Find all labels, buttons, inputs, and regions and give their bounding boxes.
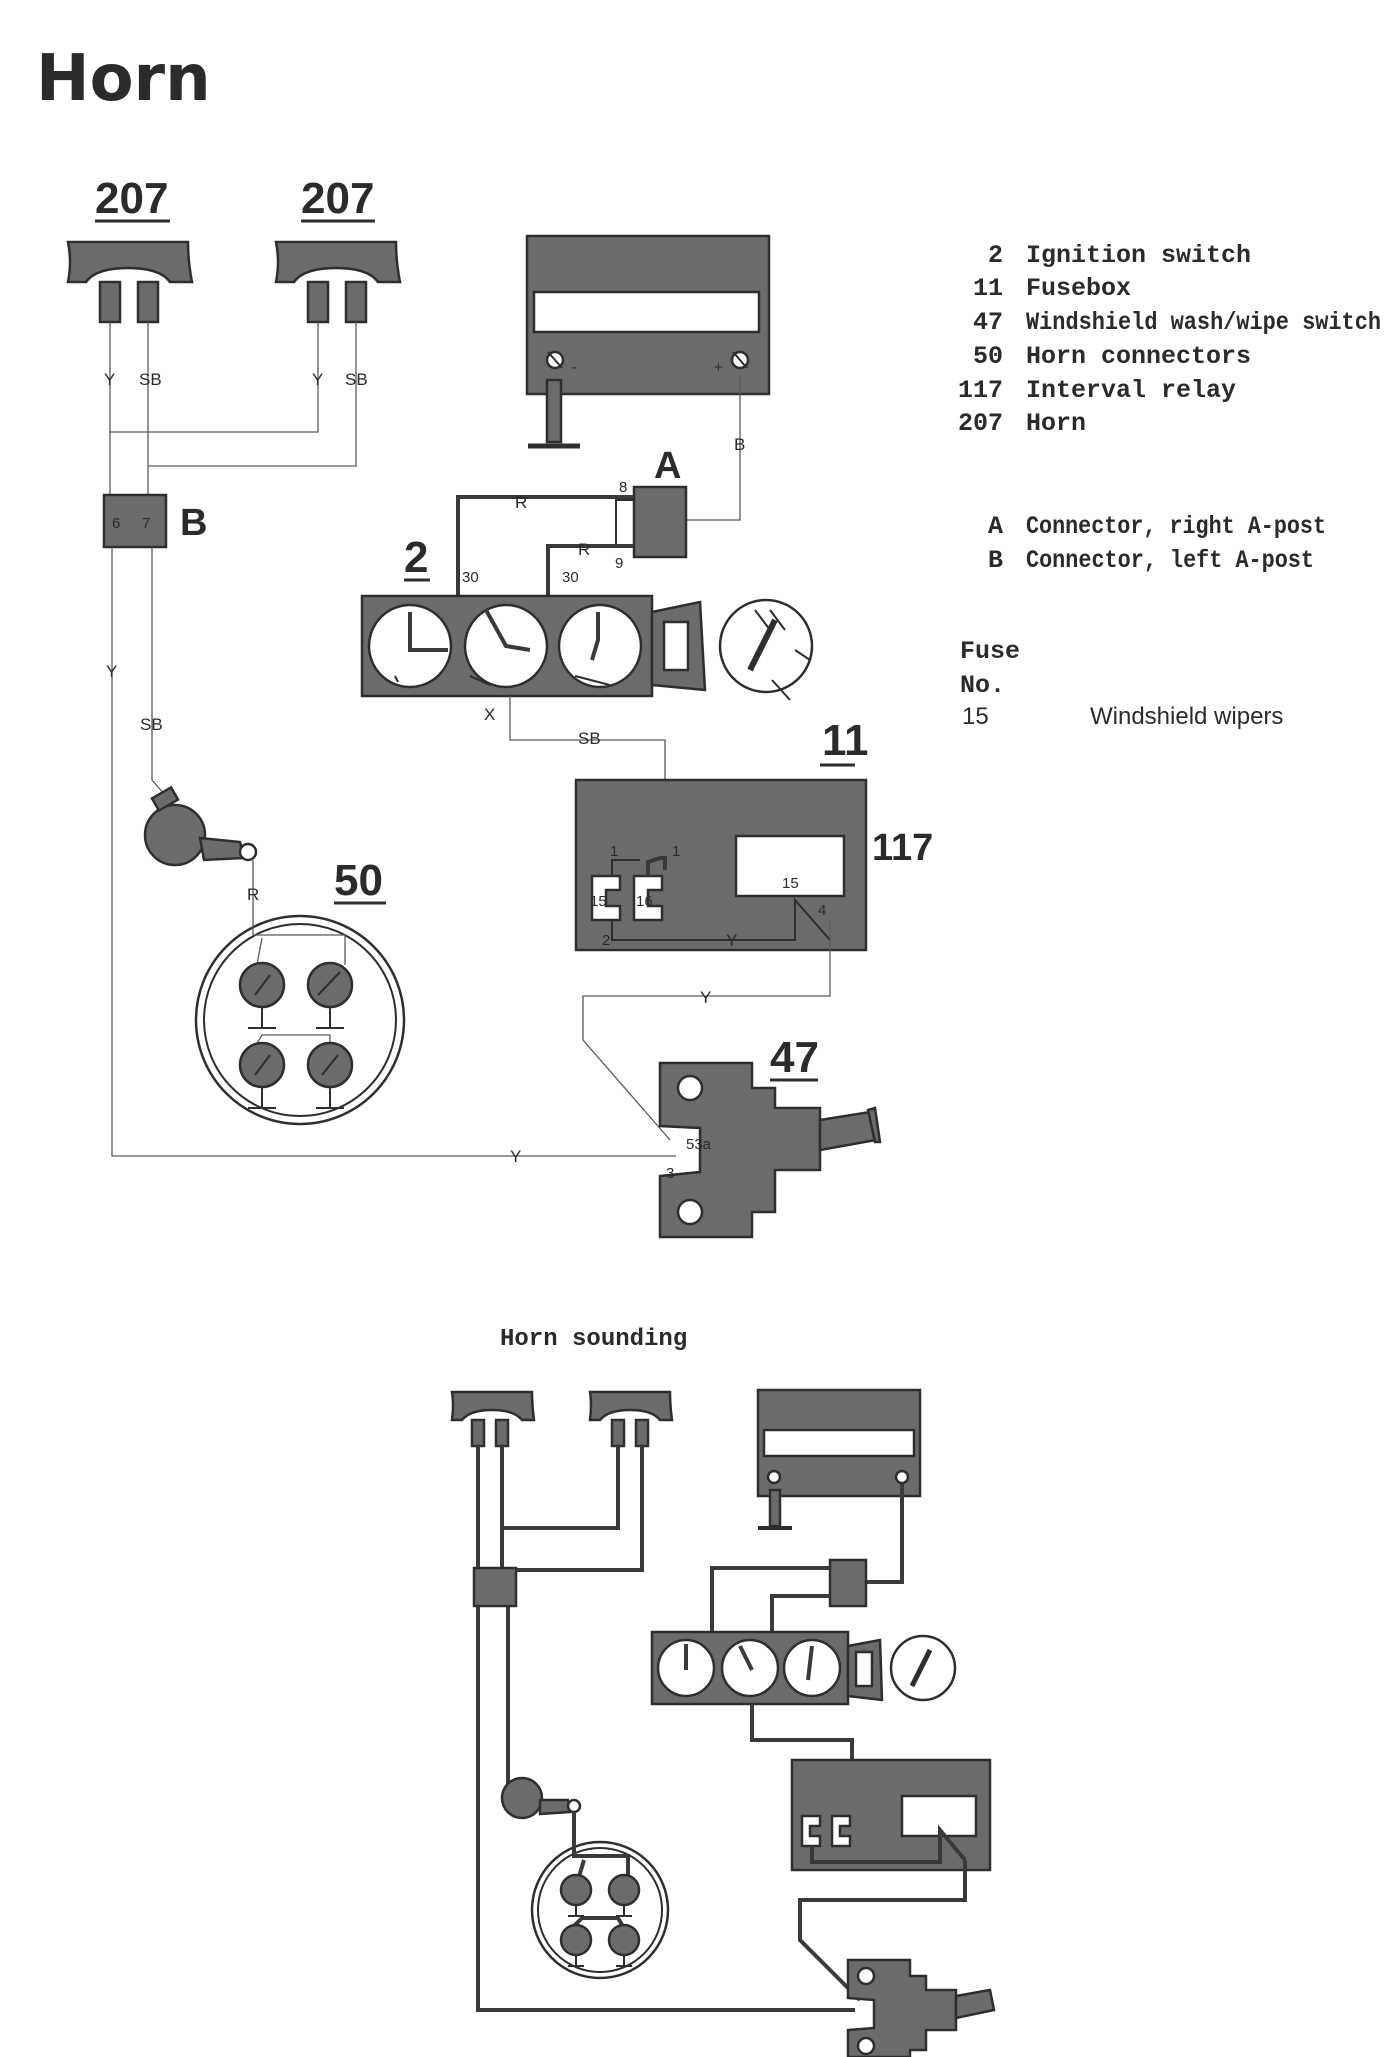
horn-sounding-diagram [450,1388,996,2057]
horn-207-left: 207 [66,174,194,324]
fusebox-11: 11 15 117 1 1 15 16 2 4 Y [574,716,933,952]
legend-num-3: 50 [973,342,1003,371]
horn-207-right: 207 [274,174,402,324]
wires-below-b: Y SB Y [106,547,676,1166]
wire-label-y-5: Y [726,931,737,950]
fusebox-pin-1-left: 1 [610,843,618,860]
horn-connectors-number: 50 [334,856,383,905]
connector-b-pin-6: 6 [112,515,120,532]
wire-label-r-1: R [515,493,527,512]
legend-text-5: Horn [1026,409,1086,438]
connector-legend-text-0: Connector, right A-post [1026,512,1326,541]
wire-label-x: X [484,705,495,724]
legend-text-2: Windshield wash/wipe switch [1026,308,1381,337]
battery-minus: - [572,359,577,376]
component-legend: 2 Ignition switch 11 Fusebox 47 Windshie… [958,241,1381,438]
ignition-pin-30-left: 30 [462,569,479,586]
legend-num-1: 11 [973,274,1003,303]
page-title: Horn [36,42,211,116]
wire-label-y-1: Y [104,370,115,389]
relay-pin-15: 15 [782,875,799,892]
legend-text-3: Horn connectors [1026,342,1251,371]
horn-207-left-number: 207 [95,174,168,223]
switch-pin-53a: 53a [686,1136,712,1153]
relay-to-switch-wire: Y [582,920,831,1141]
fuse-header-line1: Fuse [960,637,1020,666]
ignition-switch-2: 2 [360,533,814,701]
horn-207-right-number: 207 [301,174,374,223]
wash-wipe-switch-47: 47 53a 3 [658,1033,882,1239]
wire-label-sb-3: SB [140,715,163,734]
wash-wipe-switch-number: 47 [770,1033,819,1082]
horn-connectors-50: 50 [194,856,406,1126]
legend-num-4: 117 [958,376,1003,405]
connector-a-pin-8: 8 [619,479,627,496]
connector-legend-num-1: B [988,546,1003,575]
legend-num-0: 2 [988,241,1003,270]
connector-legend-text-1: Connector, left A-post [1026,546,1314,575]
fusebox-pin-2: 2 [602,932,610,949]
wire-label-r-horn: R [247,885,259,904]
ignition-pin-30-right: 30 [562,569,579,586]
legend-text-0: Ignition switch [1026,241,1251,270]
ignition-wires: R R 30 30 [456,493,634,600]
interval-relay-number: 117 [872,827,933,869]
switch-pin-3: 3 [666,1165,674,1182]
legend-text-1: Fusebox [1026,274,1131,303]
fuse-row-text: Windshield wipers [1090,703,1283,730]
wire-label-sb-2: SB [345,370,368,389]
connector-a-label: A [654,445,681,487]
connector-legend-num-0: A [988,512,1003,541]
relay-pin-4: 4 [818,902,826,919]
wire-label-r-2: R [578,540,590,559]
legend-num-2: 47 [973,308,1003,337]
horn-sounding-title: Horn sounding [500,1326,687,1353]
connector-a-pin-9: 9 [615,555,623,572]
legend-text-4: Interval relay [1026,376,1236,405]
fuse-header-line2: No. [960,671,1005,700]
wire-label-b-battery: B [734,435,745,454]
fusebox-pin-1-right: 1 [672,843,680,860]
wire-label-y-4: Y [510,1147,521,1166]
fusebox-number: 11 [822,716,869,765]
wire-label-y-2: Y [312,370,323,389]
connector-b: 6 7 B [102,493,207,549]
wire-label-sb-1: SB [139,370,162,389]
fusebox-pin-16: 16 [636,893,653,910]
wire-label-y-6: Y [700,988,711,1007]
wire-label-sb-4: SB [578,729,601,748]
connector-legend: A Connector, right A-post B Connector, l… [988,512,1326,575]
horn-push-contact: R [143,785,259,910]
connector-b-pin-7: 7 [142,515,150,532]
connector-a: A 8 9 [615,445,688,572]
wire-label-y-3: Y [106,662,117,681]
ignition-switch-number: 2 [404,533,428,582]
battery: - + B [525,234,771,521]
horn-wires: Y SB Y SB [104,322,368,495]
battery-plus: + [714,359,723,376]
fuse-table: Fuse No. 15 Windshield wipers [960,637,1283,730]
legend-num-5: 207 [958,409,1003,438]
connector-b-label: B [180,502,207,544]
fuse-row-no: 15 [962,703,989,730]
fusebox-pin-15: 15 [590,893,607,910]
